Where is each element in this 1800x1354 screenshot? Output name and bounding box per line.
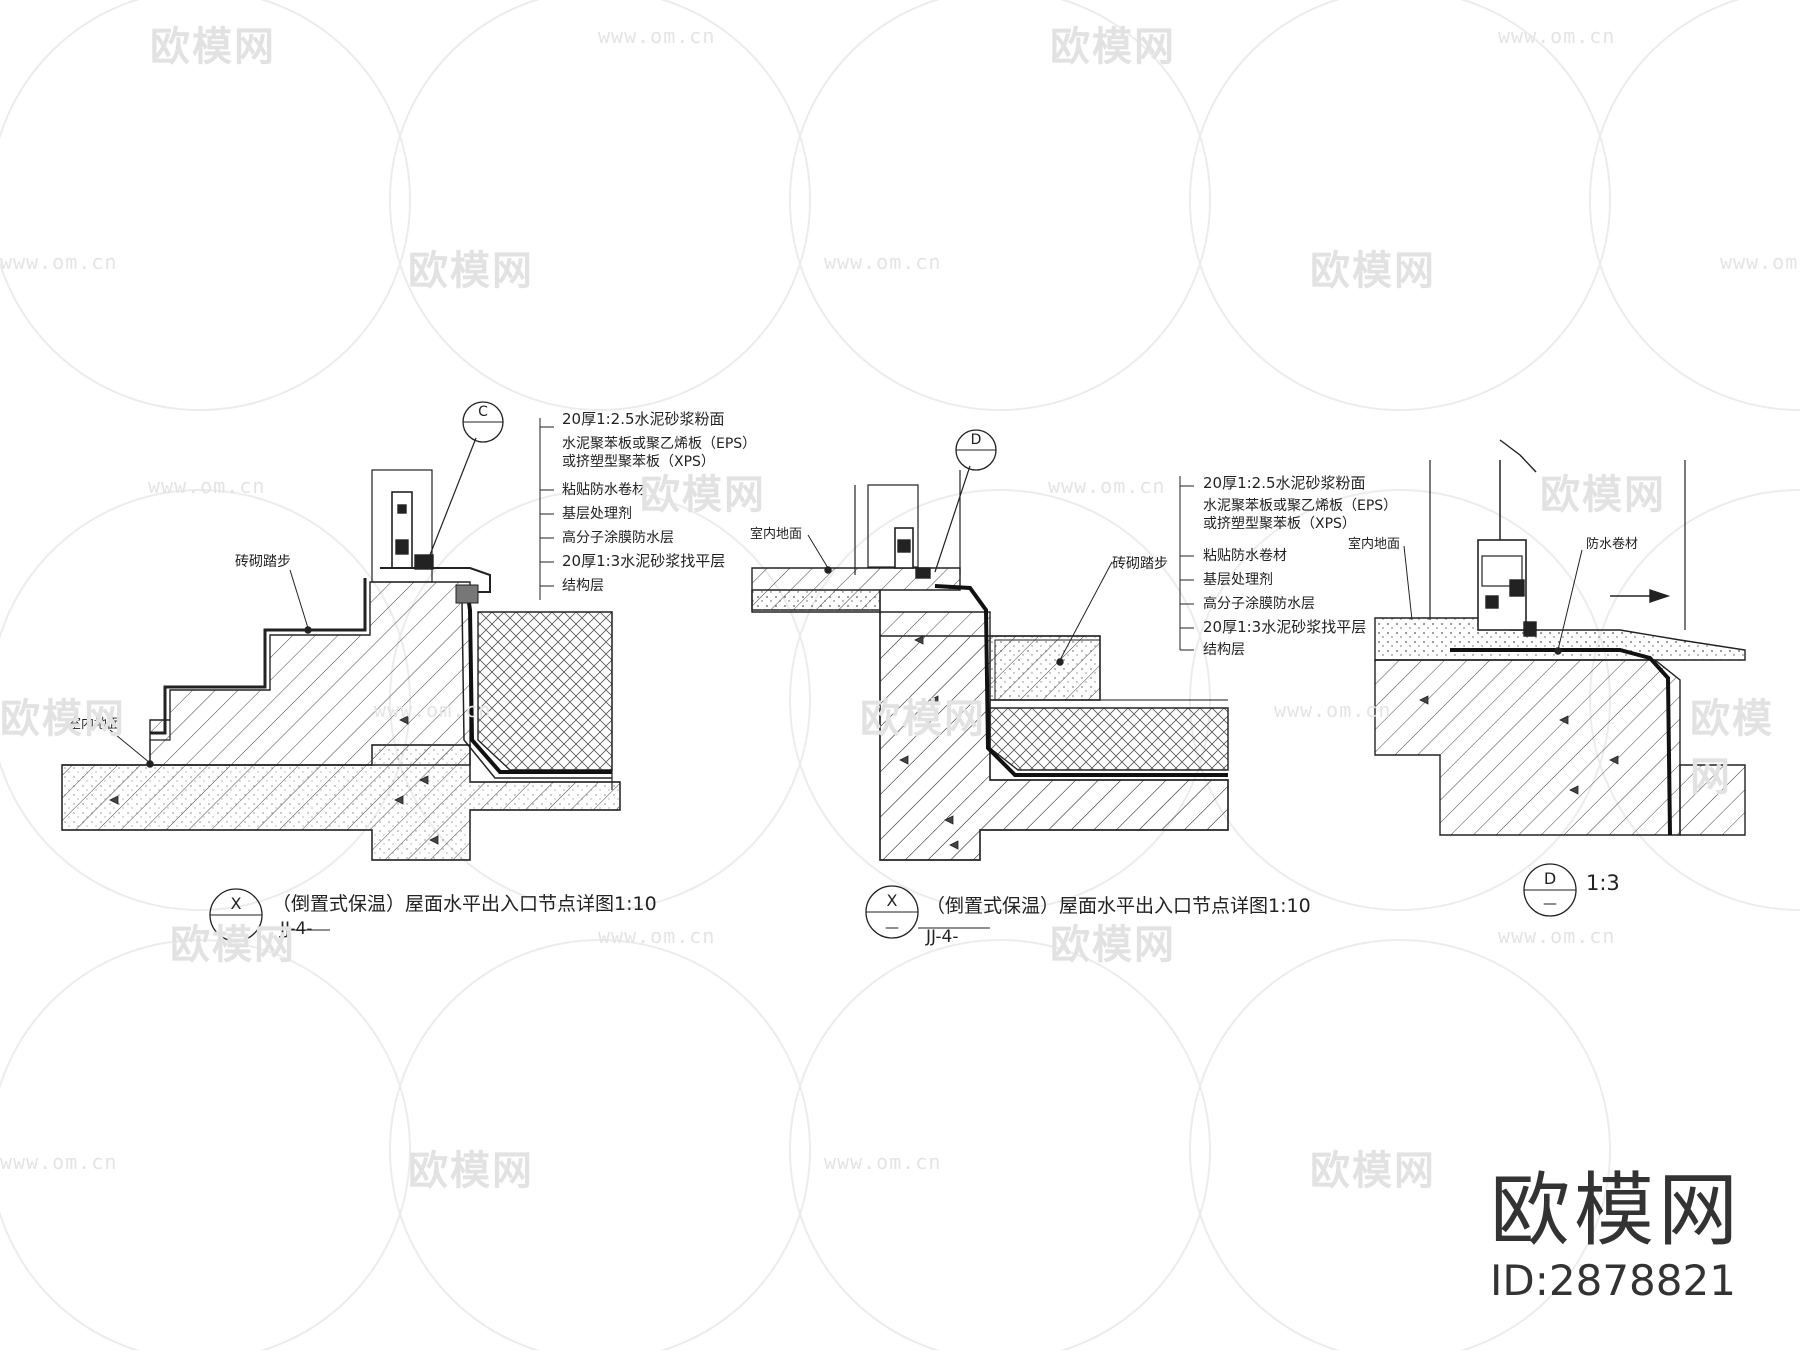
d3-detail-letter: D xyxy=(1544,869,1556,888)
watermark-url: www.om.cn xyxy=(598,924,716,948)
d2-section-ref: JJ-4- xyxy=(925,927,959,947)
d2-floor-label: 室内地面 xyxy=(750,526,802,542)
d2-label-0: 20厚1:2.5水泥砂浆粉面 xyxy=(1203,474,1366,492)
d1-title: （倒置式保温）屋面水平出入口节点详图1:10 xyxy=(272,893,657,915)
callout-letter-c: C xyxy=(478,404,488,420)
watermark-logo: 欧模网 xyxy=(1050,24,1176,70)
watermark-url: www.om.cn xyxy=(0,250,118,274)
watermark-logo: 欧模网 xyxy=(150,24,276,70)
d1-label-6: 20厚1:3水泥砂浆找平层 xyxy=(562,552,725,570)
d2-label-6: 20厚1:3水泥砂浆找平层 xyxy=(1203,618,1366,636)
d2-label-1: 水泥聚苯板或聚乙烯板（EPS） xyxy=(1203,497,1397,514)
watermark-logo: 欧模网 xyxy=(860,696,986,742)
detail-drawing-3 xyxy=(1374,439,1746,917)
d2-label-4: 基层处理剂 xyxy=(1203,571,1273,588)
d3-detail-sub: — xyxy=(1543,896,1557,912)
watermark-url: www.om.cn xyxy=(1720,250,1800,274)
detail-drawing-1 xyxy=(61,401,621,942)
d2-title: （倒置式保温）屋面水平出入口节点详图1:10 xyxy=(926,895,1311,917)
watermark-logo: 欧模网 xyxy=(1540,472,1666,518)
callout-letter-d: D xyxy=(971,432,982,448)
d1-label-2: 或挤塑型聚苯板（XPS） xyxy=(562,453,715,470)
d1-label-7: 结构层 xyxy=(562,578,604,594)
brand-block: 欧模网 ID:2878821 xyxy=(1490,1166,1742,1306)
d2-label-7: 结构层 xyxy=(1203,642,1245,658)
brand-name: 欧模网 xyxy=(1490,1164,1742,1257)
watermark-logo: 欧模网 xyxy=(1050,922,1176,968)
d3-floor-label: 室内地面 xyxy=(1348,536,1400,552)
watermark-url: www.om.cn xyxy=(598,24,716,48)
d1-section-letter: X xyxy=(231,894,242,913)
d2-label-3: 粘贴防水卷材 xyxy=(1203,548,1287,564)
watermark-logo: 欧模网 xyxy=(408,1148,534,1194)
detail-drawing-2 xyxy=(751,429,1229,939)
watermark-logo: 欧模网 xyxy=(1310,1148,1436,1194)
d1-label-0: 20厚1:2.5水泥砂浆粉面 xyxy=(562,410,725,428)
watermark-logo: 欧模网 xyxy=(640,472,766,518)
d1-floor-label: 室内地面 xyxy=(68,716,120,732)
d1-section-sub: — xyxy=(229,922,243,938)
watermark-logo: 欧模网 xyxy=(408,248,534,294)
d1-label-1: 水泥聚苯板或聚乙烯板（EPS） xyxy=(562,435,756,452)
d1-step-label: 砖砌踏步 xyxy=(235,554,291,570)
d1-label-3: 粘贴防水卷材 xyxy=(562,482,646,498)
watermark-url: www.om.cn xyxy=(824,250,942,274)
watermark-url: www.om.cn xyxy=(1498,924,1616,948)
brand-id: ID:2878821 xyxy=(1490,1256,1736,1305)
d2-label-2: 或挤塑型聚苯板（XPS） xyxy=(1203,515,1356,532)
d2-section-sub: — xyxy=(885,920,899,936)
d3-membrane-label: 防水卷材 xyxy=(1586,536,1638,552)
watermark-url: www.om.cn xyxy=(824,1150,942,1174)
d1-label-5: 高分子涂膜防水层 xyxy=(562,529,674,546)
watermark-url: www.om.cn xyxy=(148,474,266,498)
d2-step-label: 砖砌踏步 xyxy=(1112,556,1168,572)
watermark-url: www.om.cn xyxy=(1274,698,1392,722)
watermark-url: www.om.cn xyxy=(1048,474,1166,498)
d2-section-letter: X xyxy=(887,891,898,910)
watermark-logo: 欧模网 xyxy=(1690,696,1774,800)
d3-scale: 1:3 xyxy=(1586,871,1620,895)
watermark-url: www.om.cn xyxy=(0,1150,118,1174)
watermark-url: www.om.cn xyxy=(1498,24,1616,48)
d1-section-ref: JJ-4- xyxy=(279,919,313,939)
watermark-logo: 欧模网 xyxy=(170,922,296,968)
d1-label-4: 基层处理剂 xyxy=(562,505,632,522)
watermark-url: www.om.cn xyxy=(374,698,492,722)
watermark-logo: 欧模网 xyxy=(0,696,126,742)
watermark-logo: 欧模网 xyxy=(1310,248,1436,294)
d2-label-5: 高分子涂膜防水层 xyxy=(1203,595,1315,612)
